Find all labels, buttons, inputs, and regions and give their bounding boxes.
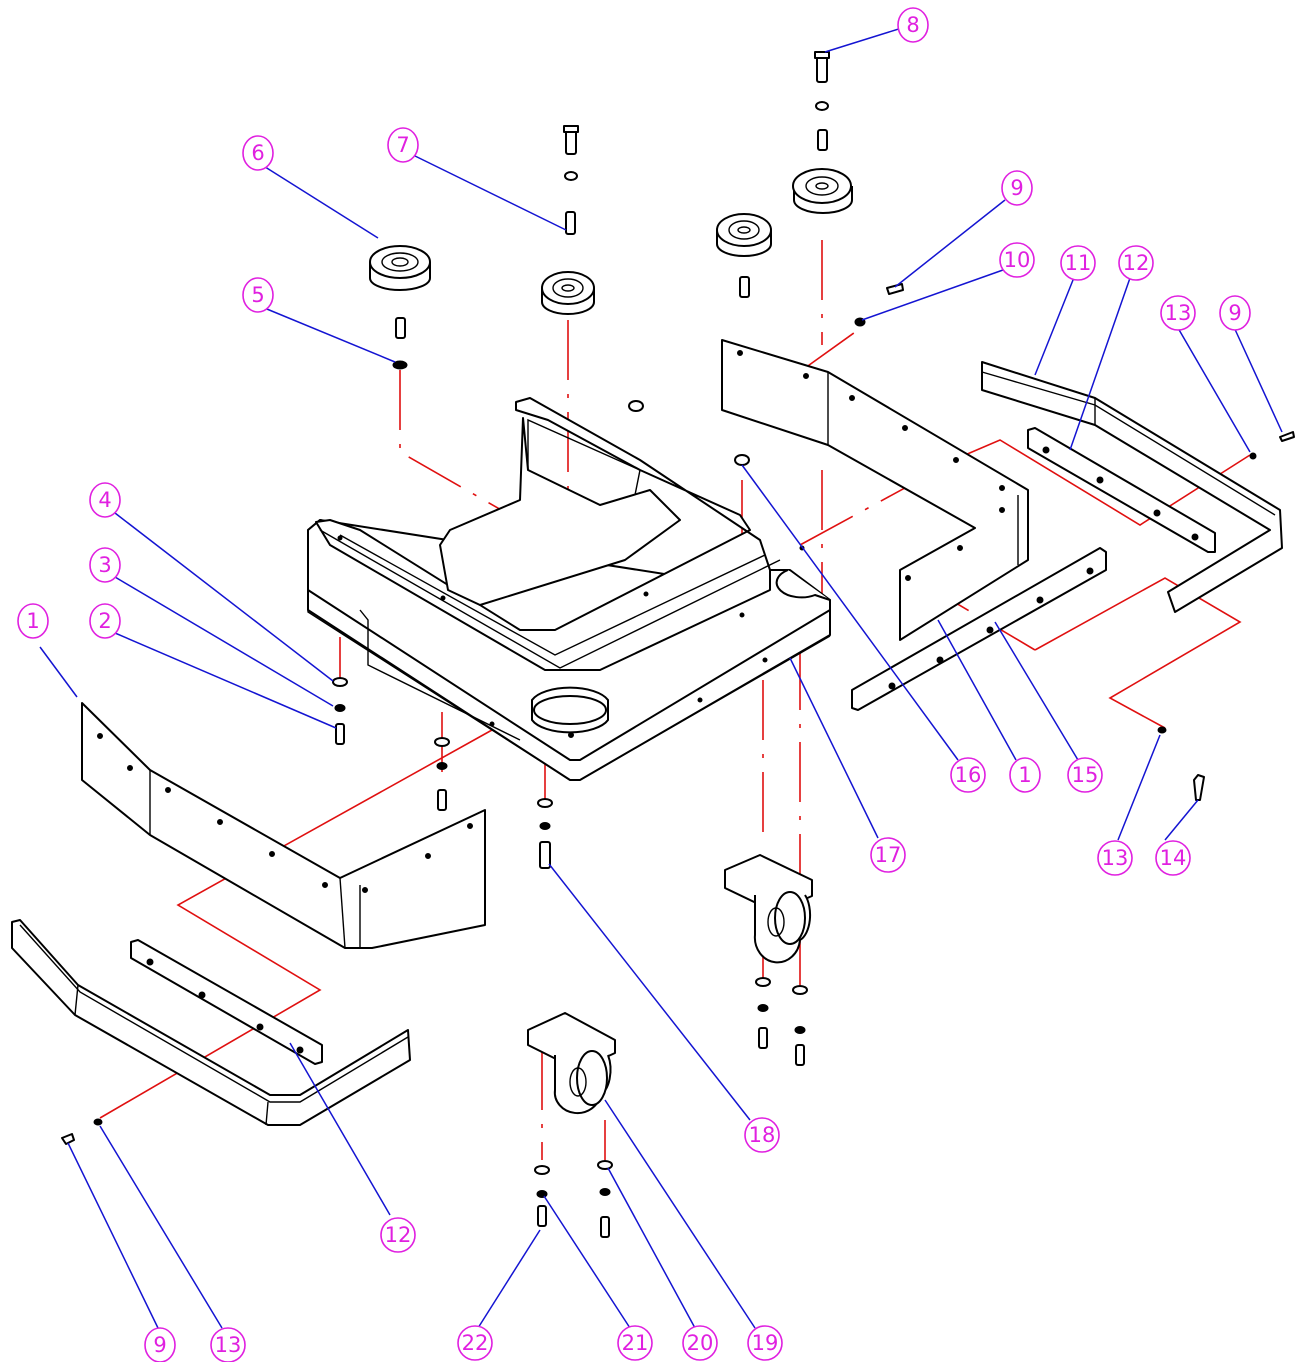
- balloon-part-20: 20: [682, 1325, 718, 1361]
- bottom-left-screws: [61, 1118, 103, 1145]
- balloon-label: 21: [622, 1331, 649, 1355]
- balloon-label: 15: [1072, 763, 1099, 787]
- balloon-part-13: 13: [1160, 295, 1196, 331]
- panel-right: [721, 339, 1029, 641]
- balloon-part-2: 2: [89, 603, 121, 639]
- balloon-part-9: 9: [1001, 170, 1033, 206]
- balloon-label: 12: [385, 1223, 412, 1247]
- balloon-label: 22: [462, 1331, 489, 1355]
- balloon-part-4: 4: [89, 482, 121, 518]
- balloon-part-1: 1: [17, 603, 49, 639]
- balloon-part-13: 13: [210, 1327, 246, 1362]
- top-roller-wheels: [369, 168, 853, 315]
- balloon-label: 13: [215, 1333, 242, 1357]
- balloon-label: 6: [251, 141, 264, 165]
- balloon-part-17: 17: [870, 837, 906, 873]
- balloon-part-19: 19: [747, 1325, 783, 1361]
- leader-lines: [39, 26, 1283, 1329]
- balloon-label: 13: [1102, 846, 1129, 870]
- balloon-part-10: 10: [999, 242, 1035, 278]
- balloon-label: 1: [1018, 763, 1031, 787]
- balloon-label: 9: [153, 1333, 166, 1357]
- balloon-label: 3: [98, 553, 111, 577]
- balloon-part-16: 16: [950, 757, 986, 793]
- balloon-label: 20: [687, 1331, 714, 1355]
- balloon-label: 14: [1160, 846, 1187, 870]
- balloon-part-5: 5: [242, 277, 274, 313]
- balloon-label: 2: [98, 609, 111, 633]
- balloon-label: 18: [749, 1123, 776, 1147]
- balloon-part-9: 9: [144, 1327, 176, 1362]
- balloon-part-7: 7: [387, 127, 419, 163]
- roller-wheel-center: [541, 271, 595, 315]
- balloon-label: 13: [1165, 301, 1192, 325]
- balloon-label: 4: [98, 488, 111, 512]
- balloon-label: 9: [1228, 301, 1241, 325]
- panel-left: [81, 702, 486, 949]
- balloon-label: 7: [396, 133, 409, 157]
- balloon-label: 1: [26, 609, 39, 633]
- balloon-label: 12: [1123, 251, 1150, 275]
- balloon-part-21: 21: [617, 1325, 653, 1361]
- bumper-right: [981, 361, 1295, 613]
- balloon-part-12: 12: [1118, 245, 1154, 281]
- roller-wheel-right-2: [792, 168, 853, 214]
- balloon-part-9: 9: [1219, 295, 1251, 331]
- mounting-strip-right: [851, 547, 1205, 801]
- balloon-part-11: 11: [1060, 245, 1096, 281]
- balloon-part-12: 12: [380, 1217, 416, 1253]
- balloon-part-14: 14: [1155, 840, 1191, 876]
- balloon-label: 11: [1065, 251, 1092, 275]
- base-frame: [307, 397, 831, 781]
- caster-left: [527, 1012, 616, 1238]
- roller-wheel-left: [369, 245, 431, 291]
- balloon-part-18: 18: [744, 1117, 780, 1153]
- balloon-part-22: 22: [457, 1325, 493, 1361]
- roller-wheel-right-1: [716, 213, 772, 257]
- balloon-part-8: 8: [897, 7, 929, 43]
- balloon-label: 17: [875, 843, 902, 867]
- balloon-label: 8: [906, 13, 919, 37]
- balloon-part-15: 15: [1067, 757, 1103, 793]
- balloon-part-6: 6: [242, 135, 274, 171]
- balloon-part-1: 1: [1009, 757, 1041, 793]
- balloon-label: 9: [1010, 176, 1023, 200]
- base-fasteners: [332, 677, 553, 869]
- balloon-label: 10: [1004, 248, 1031, 272]
- balloon-part-3: 3: [89, 547, 121, 583]
- balloon-label: 19: [752, 1331, 779, 1355]
- balloon-label: 16: [955, 763, 982, 787]
- balloon-label: 5: [251, 283, 264, 307]
- bumper-left: [11, 919, 411, 1126]
- balloon-part-13: 13: [1097, 840, 1133, 876]
- top-fasteners: [392, 51, 904, 466]
- caster-right: [724, 854, 813, 1066]
